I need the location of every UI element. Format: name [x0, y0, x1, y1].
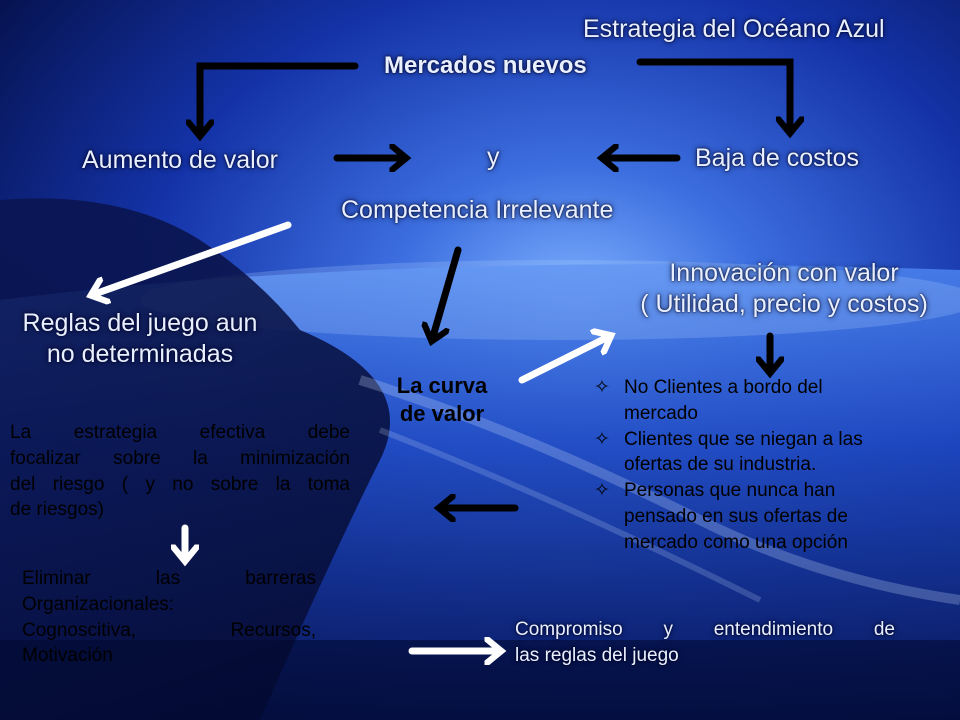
eliminar-line-4: Motivación [22, 645, 113, 667]
reglas-line-2: no determinadas [46, 340, 234, 369]
bullet-1-line-2: mercado [624, 402, 698, 424]
eliminar-line-3: Cognoscitiva, Recursos, [22, 619, 316, 641]
bullet-2-line-1: Clientes que se niegan a las [624, 428, 863, 450]
compromiso-line-1: Compromiso y entendimiento de [515, 619, 895, 640]
node-bullet-list: ✧ No Clientes a bordo del mercado ✧ Clie… [594, 375, 939, 556]
bullet-2-line-2: ofertas de su industria. [624, 454, 817, 476]
arrow-mercados-to-aumento [200, 62, 359, 135]
estrategia-line-4: de riesgos) [10, 499, 104, 521]
node-compromiso: Compromiso y entendimiento de las reglas… [515, 617, 895, 669]
node-eliminar-barreras: Eliminar las barreras Organizacionales: … [22, 566, 316, 669]
star-bullet-icon: ✧ [594, 427, 610, 450]
bullet-item: ✧ Personas que nunca han pensado en sus … [594, 478, 939, 555]
innovacion-line-1: Innovación con valor [669, 259, 899, 287]
node-competencia-irrelevante: Competencia Irrelevante [341, 196, 614, 224]
curva-line-1: La curva [396, 373, 488, 398]
reglas-line-1: Reglas del juego aun [22, 309, 258, 337]
compromiso-line-2: las reglas del juego [515, 644, 679, 666]
eliminar-line-2: Organizacionales: [22, 593, 175, 615]
bullet-item: ✧ No Clientes a bordo del mercado [594, 375, 939, 427]
node-aumento-de-valor: Aumento de valor [82, 146, 278, 174]
arrow-curva-to-innovacion [518, 336, 610, 384]
node-y: y [487, 143, 500, 171]
curva-line-2: de valor [399, 400, 485, 426]
node-estrategia-efectiva: La estrategia efectiva debe focalizar so… [10, 420, 350, 523]
estrategia-line-2: focalizar sobre la minimización [10, 447, 350, 469]
node-reglas-del-juego: Reglas del juego aun no determinadas [0, 308, 280, 371]
bullet-3-line-2: pensado en sus ofertas de [624, 506, 848, 528]
node-la-curva-de-valor: La curva de valor [372, 372, 512, 427]
bullet-1-line-1: No Clientes a bordo del [624, 377, 823, 398]
arrow-competencia-to-curva [432, 246, 462, 340]
eliminar-line-1: Eliminar las barreras [22, 568, 316, 589]
star-bullet-icon: ✧ [594, 376, 610, 398]
arrow-competencia-to-reglas [92, 221, 292, 295]
bullet-item: ✧ Clientes que se niegan a las ofertas d… [594, 427, 939, 479]
diagram-title: Estrategia del Océano Azul [583, 15, 885, 43]
bullet-3-line-3: mercado como una opción [624, 531, 848, 553]
innovacion-line-2: ( Utilidad, precio y costos) [640, 290, 928, 319]
estrategia-line-3: del riesgo ( y no sobre la toma [10, 473, 350, 495]
bullet-3-line-1: Personas que nunca han [624, 480, 836, 502]
node-baja-de-costos: Baja de costos [695, 144, 859, 172]
node-mercados-nuevos: Mercados nuevos [384, 52, 587, 79]
node-innovacion-con-valor: Innovación con valor ( Utilidad, precio … [608, 258, 960, 321]
star-bullet-icon: ✧ [594, 479, 610, 502]
estrategia-line-1: La estrategia efectiva debe [10, 422, 350, 443]
arrow-mercados-to-baja [636, 58, 790, 132]
